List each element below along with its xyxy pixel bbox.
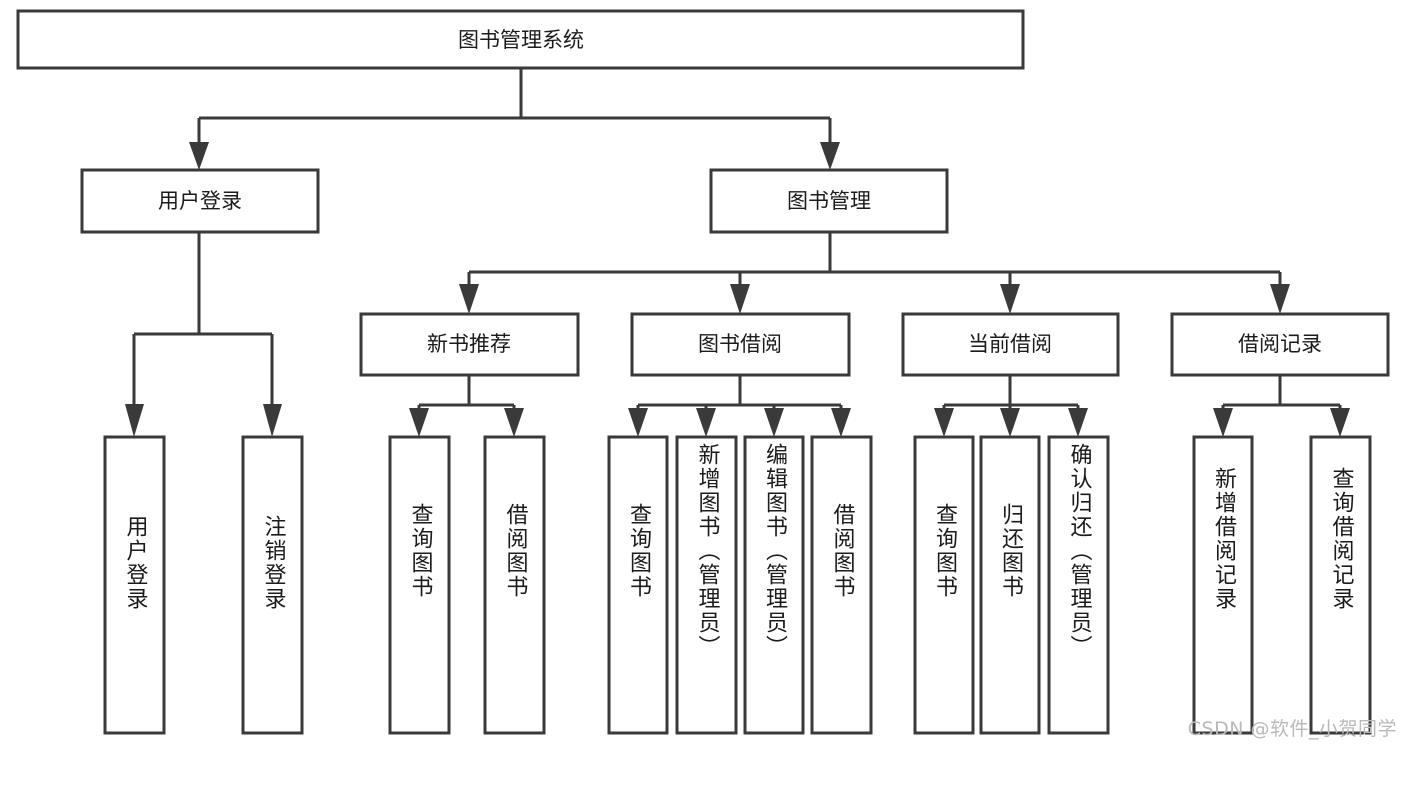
node-current-borrow-label: 当前借阅 bbox=[968, 332, 1052, 356]
arrowhead-currentborrow-leaf-2 bbox=[1000, 408, 1020, 437]
arrowhead-borrowrecord-leaf-2 bbox=[1330, 408, 1350, 437]
node-new-book-recommend-box[interactable] bbox=[359, 312, 580, 377]
node-new-book-recommend-label: 新书推荐 bbox=[427, 332, 511, 356]
node-leaf-bookborrow-borrow-book-box[interactable] bbox=[810, 435, 873, 735]
node-leaf-borrowrecord-query-record-box[interactable] bbox=[1309, 435, 1372, 735]
node-leaf-newbook-query-book-box[interactable] bbox=[388, 435, 451, 735]
arrowhead-currentborrow-leaf-3 bbox=[1068, 408, 1088, 437]
diagram-canvas: 图书管理系统 用户登录 图书管理 新书推荐 图书借阅 当前借阅 借阅记录 bbox=[16, 9, 1397, 740]
arrowhead-bookborrow-leaf-3 bbox=[764, 408, 784, 437]
node-user-login-label: 用户登录 bbox=[158, 189, 242, 213]
node-book-manage-box[interactable] bbox=[709, 168, 949, 234]
node-leaf-currentborrow-query-book-box[interactable] bbox=[913, 435, 975, 735]
node-borrow-record-label: 借阅记录 bbox=[1238, 332, 1322, 356]
arrowhead-leaf-user-login bbox=[125, 404, 144, 437]
node-book-borrow-box[interactable] bbox=[630, 312, 851, 377]
arrowhead-bookborrow-leaf-2 bbox=[696, 408, 716, 437]
node-borrow-record-box[interactable] bbox=[1170, 312, 1390, 377]
arrowhead-borrowrecord-leaf-1 bbox=[1213, 408, 1233, 437]
node-leaf-newbook-borrow-book-box[interactable] bbox=[483, 435, 546, 735]
node-book-borrow-label: 图书借阅 bbox=[698, 332, 782, 356]
node-user-login-box[interactable] bbox=[80, 168, 320, 234]
arrowhead-book-manage bbox=[820, 142, 840, 170]
node-leaf-logout-login-box[interactable] bbox=[241, 435, 304, 735]
arrowhead-newbook-leaf-2 bbox=[504, 408, 524, 437]
node-leaf-bookborrow-query-book-box[interactable] bbox=[607, 435, 669, 735]
arrowhead-new-book-recommend bbox=[459, 284, 479, 314]
hierarchy-diagram-svg: 图书管理系统 用户登录 图书管理 新书推荐 图书借阅 当前借阅 借阅记录 bbox=[16, 9, 1390, 735]
arrowhead-user-login bbox=[189, 142, 209, 170]
arrowhead-newbook-leaf-1 bbox=[409, 408, 429, 437]
node-leaf-bookborrow-edit-book-box[interactable] bbox=[743, 435, 805, 735]
arrowhead-current-borrow bbox=[1000, 284, 1020, 314]
node-book-manage-label: 图书管理 bbox=[787, 189, 871, 213]
node-leaf-user-login-box[interactable] bbox=[103, 435, 166, 735]
node-current-borrow-box[interactable] bbox=[901, 312, 1120, 377]
arrowhead-borrow-record bbox=[1270, 284, 1290, 314]
connectors-layer bbox=[125, 68, 1350, 437]
node-root-box[interactable] bbox=[16, 9, 1025, 70]
node-leaf-currentborrow-confirm-return-box[interactable] bbox=[1047, 435, 1110, 735]
nodes-layer: 图书管理系统 用户登录 图书管理 新书推荐 图书借阅 当前借阅 借阅记录 bbox=[16, 9, 1390, 735]
node-root-label: 图书管理系统 bbox=[458, 28, 584, 52]
arrowhead-leaf-logout-login bbox=[263, 404, 282, 437]
arrowhead-book-borrow bbox=[730, 284, 750, 314]
node-leaf-borrowrecord-add-record-box[interactable] bbox=[1192, 435, 1254, 735]
node-leaf-bookborrow-add-book-box[interactable] bbox=[675, 435, 738, 735]
arrowhead-bookborrow-leaf-4 bbox=[831, 408, 851, 437]
csdn-watermark: CSDN @软件_小贺同学 bbox=[1187, 718, 1397, 740]
arrowhead-bookborrow-leaf-1 bbox=[628, 408, 648, 437]
node-leaf-currentborrow-return-book-box[interactable] bbox=[979, 435, 1041, 735]
arrowhead-currentborrow-leaf-1 bbox=[934, 408, 954, 437]
